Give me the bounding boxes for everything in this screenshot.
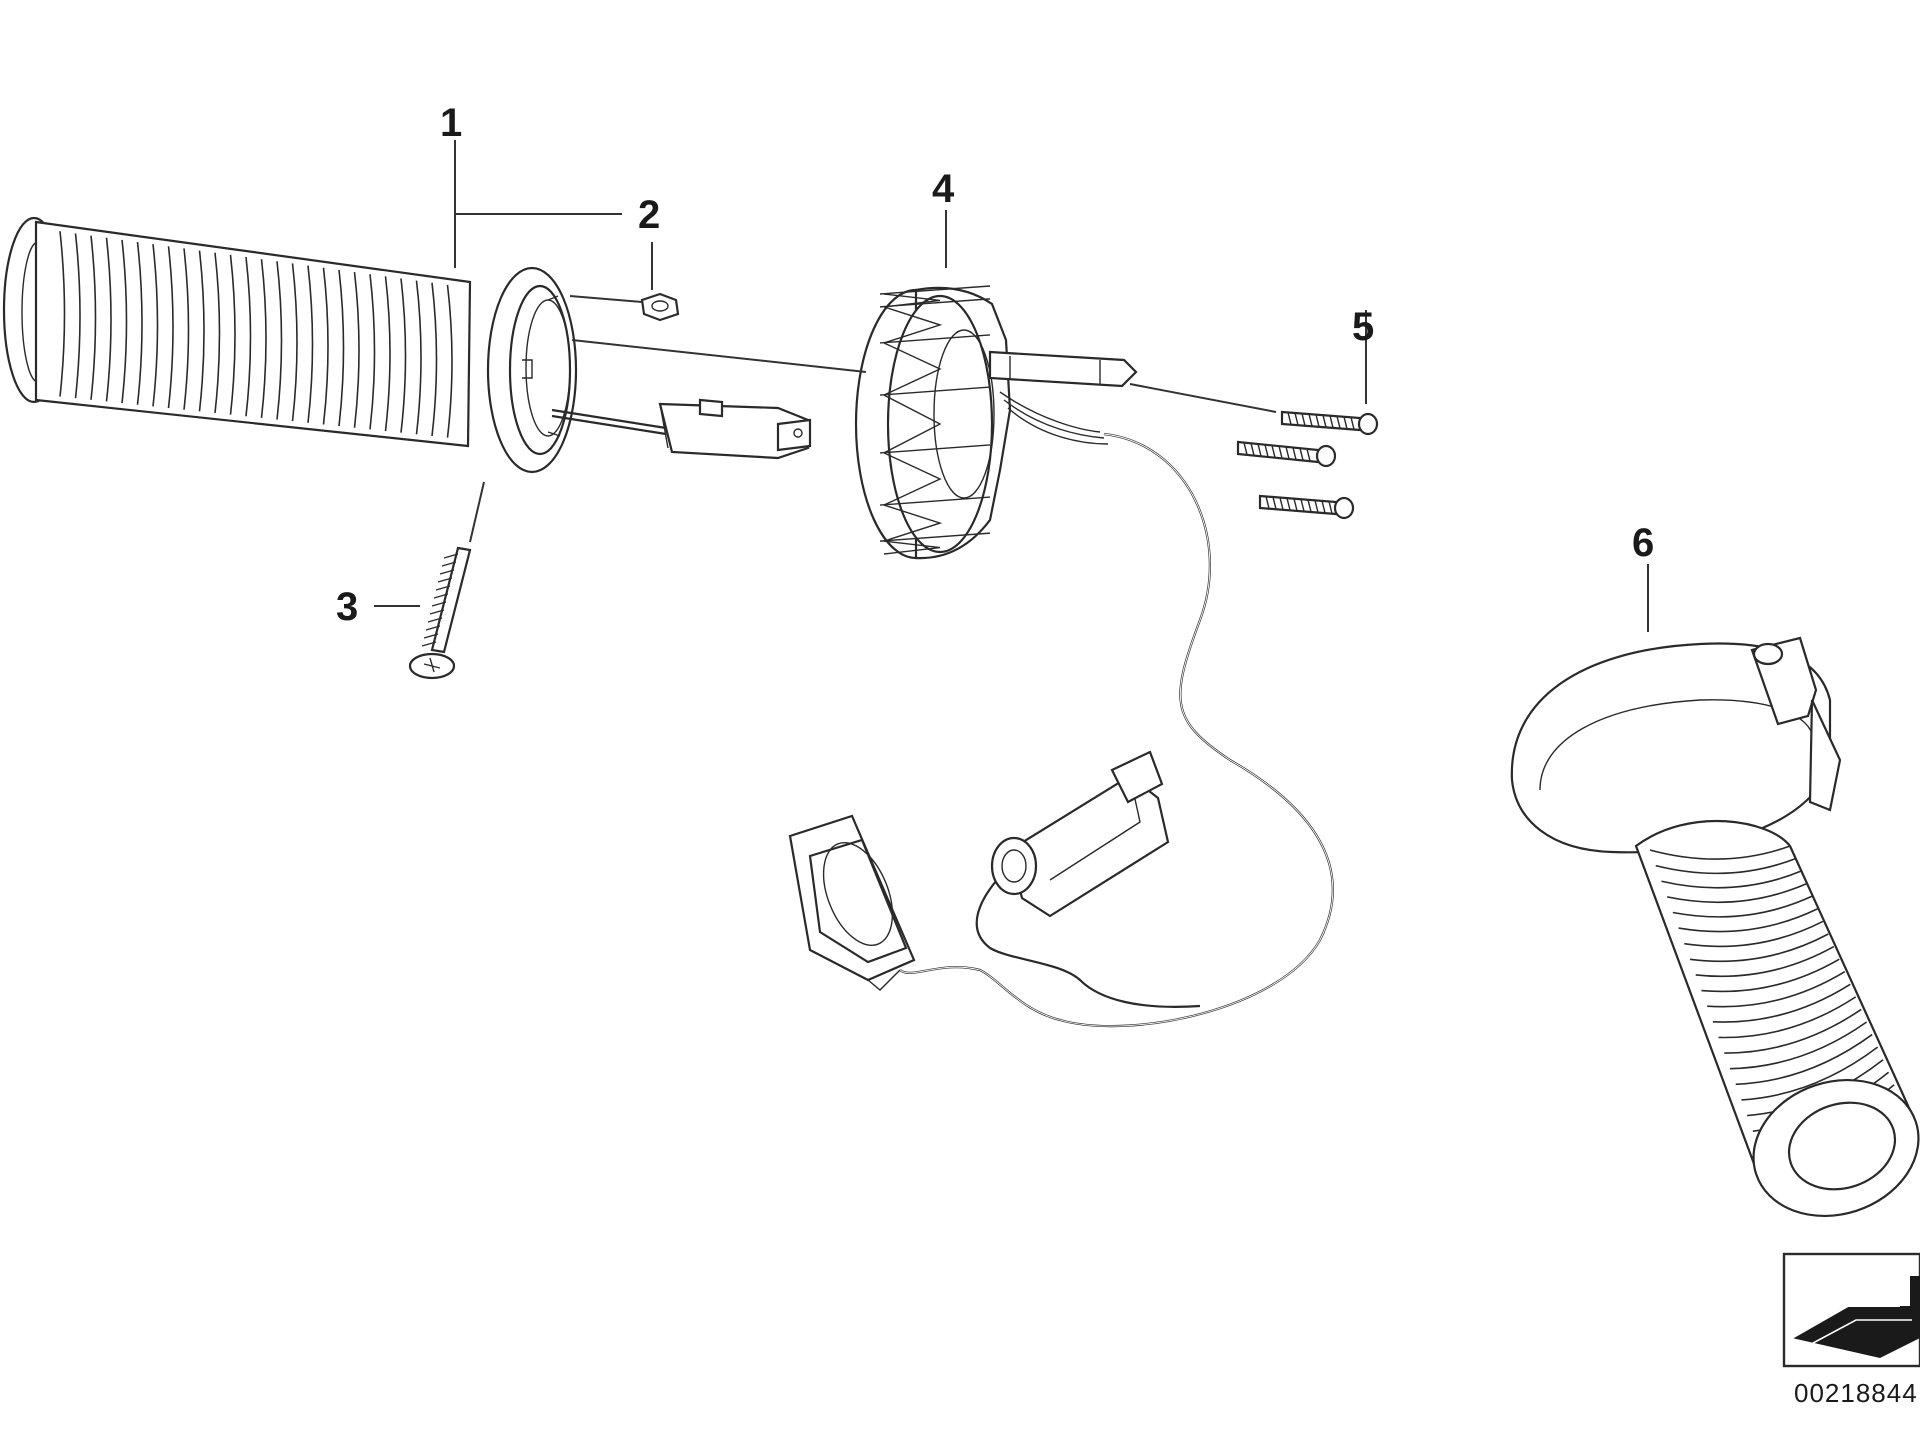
callout-3: 3 (336, 585, 358, 629)
heating-switch (788, 814, 916, 991)
callout-1: 1 (440, 101, 462, 145)
left-grip-ribs (59, 231, 453, 438)
harness-connector (990, 750, 1170, 918)
screw-5b (1236, 440, 1337, 468)
callout-4: 4 (932, 167, 955, 211)
screw-5a (1280, 410, 1379, 436)
wiring-harness (899, 432, 1334, 1028)
throttle-grip (1510, 636, 1920, 1218)
orientation-arrow-icon (1782, 1252, 1920, 1368)
callout-5: 5 (1352, 305, 1374, 349)
screw-5c (1258, 494, 1355, 520)
document-number: 00218844 (1794, 1378, 1918, 1408)
screws-5-threads (1243, 412, 1355, 514)
screws-5 (1236, 410, 1379, 520)
left-grip-connector (551, 398, 812, 460)
screw-3 (408, 546, 472, 680)
heating-ring-pads (879, 285, 991, 555)
heating-ring (854, 285, 1138, 560)
leader-lines (374, 140, 1649, 632)
nut (640, 292, 680, 322)
left-grip (2, 216, 578, 474)
callout-6: 6 (1632, 521, 1654, 565)
screw-3-threads (421, 553, 459, 647)
callout-2: 2 (638, 193, 660, 237)
